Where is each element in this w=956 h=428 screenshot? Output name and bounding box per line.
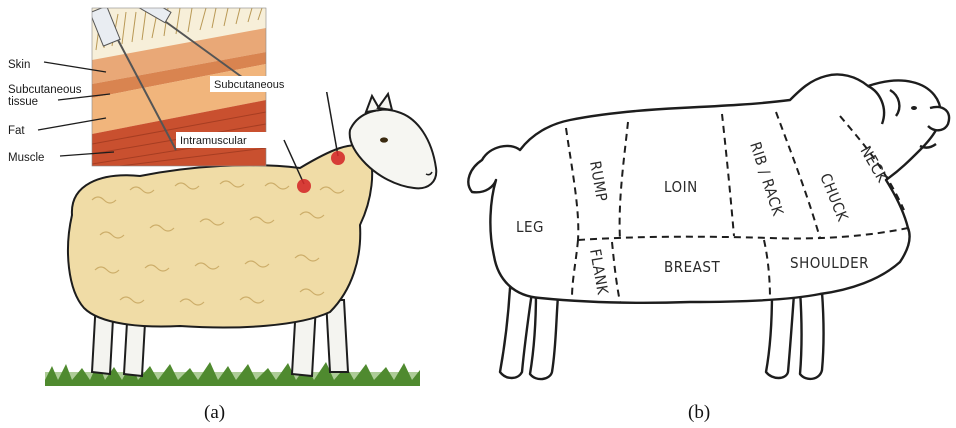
- intramuscular-site-dot: [297, 179, 311, 193]
- panel-a: Skin Subcutaneous tissue Fat Muscle Subc…: [8, 0, 436, 423]
- sheep-a-body: [68, 145, 372, 327]
- label-muscle: Muscle: [8, 152, 44, 164]
- caption-b: (b): [688, 402, 710, 423]
- cut-label-loin: LOIN: [664, 178, 698, 196]
- label-fat: Fat: [8, 125, 25, 137]
- label-intramuscular: Intramuscular: [180, 135, 247, 147]
- caption-a: (a): [204, 402, 225, 423]
- subcutaneous-site-dot: [331, 151, 345, 165]
- cut-label-leg: LEG: [516, 218, 544, 236]
- label-skin: Skin: [8, 59, 30, 71]
- panel-b: LEG RUMP LOIN RIB / RACK CHUCK NECK FLAN…: [468, 74, 949, 423]
- label-subcutaneous: Subcutaneous: [214, 79, 285, 91]
- cut-label-breast: BREAST: [664, 258, 720, 276]
- label-subcutaneous-tissue-line2: tissue: [8, 96, 38, 108]
- label-subcutaneous-tissue-line1: Subcutaneous: [8, 84, 82, 96]
- cut-label-shoulder: SHOULDER: [790, 254, 869, 272]
